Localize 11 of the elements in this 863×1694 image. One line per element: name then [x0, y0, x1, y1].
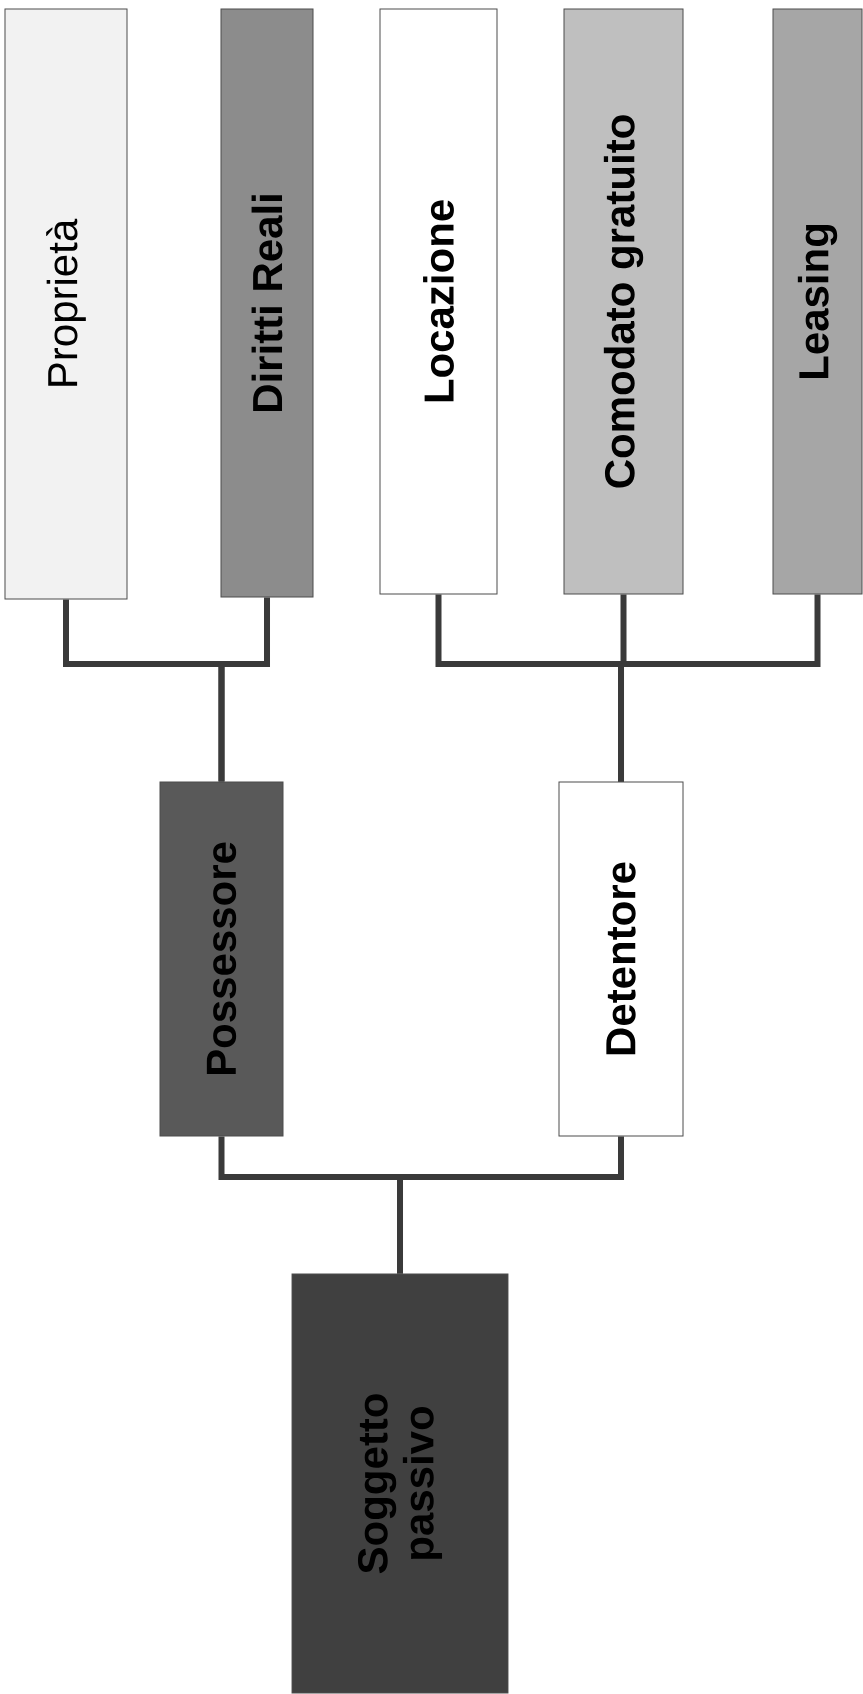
connector-line — [397, 1136, 624, 1274]
category-box: Soggetto passivo — [291, 1273, 509, 1694]
category-box: Leasing — [772, 8, 863, 595]
category-box: Comodato gratuito — [563, 8, 684, 595]
category-box: Diritti Reali — [220, 8, 314, 598]
connector-line — [218, 597, 270, 782]
category-box: Locazione — [379, 8, 498, 595]
category-box: Possessore — [159, 781, 284, 1137]
connector-line — [618, 594, 821, 782]
category-box: Proprietà — [4, 8, 128, 600]
category-box: Detentore — [558, 781, 684, 1137]
